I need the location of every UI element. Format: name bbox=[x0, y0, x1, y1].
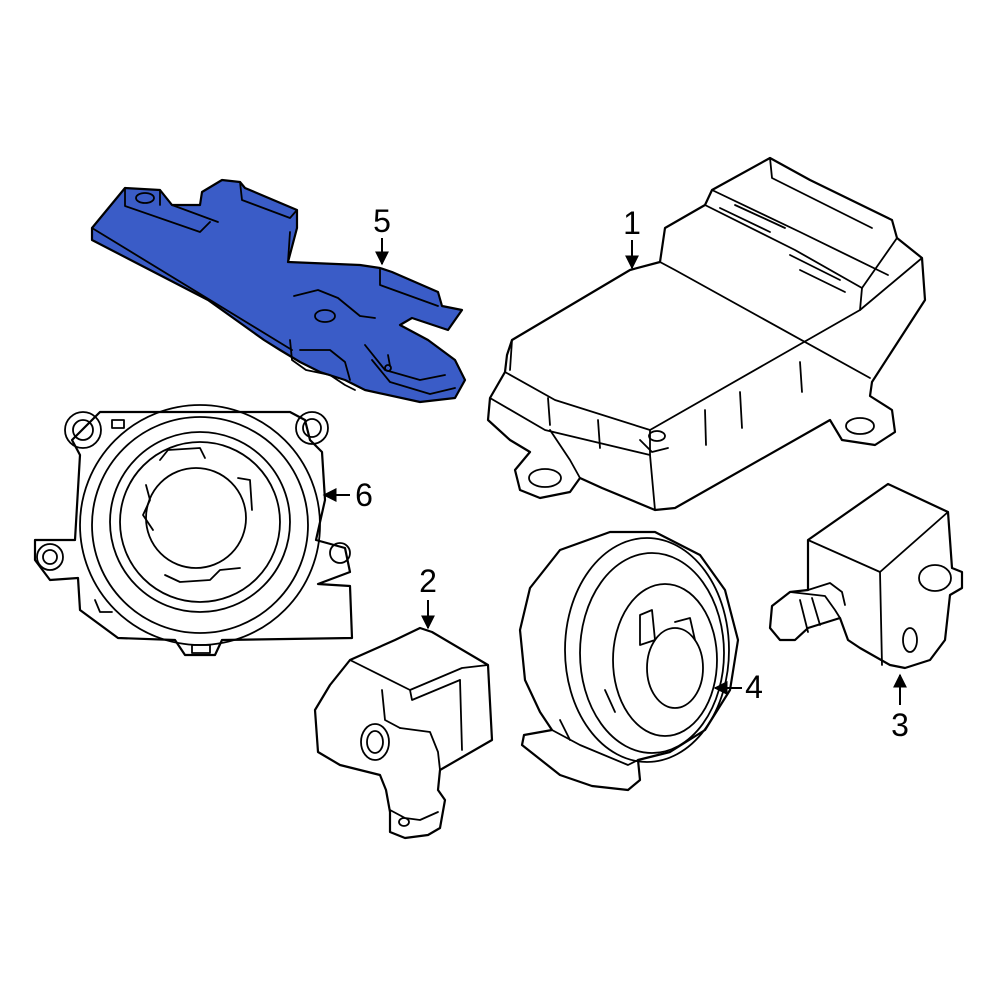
callout-5-label: 5 bbox=[373, 203, 391, 239]
callout-6: 6 bbox=[322, 477, 373, 513]
callout-1: 1 bbox=[623, 205, 641, 270]
part-4-speaker[interactable] bbox=[518, 530, 740, 792]
callout-1-label: 1 bbox=[623, 205, 641, 241]
part-6-clock-spring[interactable] bbox=[33, 404, 354, 657]
part-5-bracket[interactable] bbox=[90, 178, 467, 404]
callout-4: 4 bbox=[713, 669, 763, 705]
callout-3: 3 bbox=[891, 673, 909, 743]
callout-3-label: 3 bbox=[891, 707, 909, 743]
callout-6-label: 6 bbox=[355, 477, 373, 513]
part-2-impact-sensor[interactable] bbox=[313, 626, 494, 840]
callout-4-label: 4 bbox=[745, 669, 763, 705]
callout-2-label: 2 bbox=[419, 563, 437, 599]
callout-5: 5 bbox=[373, 203, 391, 266]
callout-2: 2 bbox=[419, 563, 437, 630]
part-3-sensor[interactable] bbox=[768, 482, 964, 670]
part-1-control-module[interactable] bbox=[486, 156, 927, 512]
